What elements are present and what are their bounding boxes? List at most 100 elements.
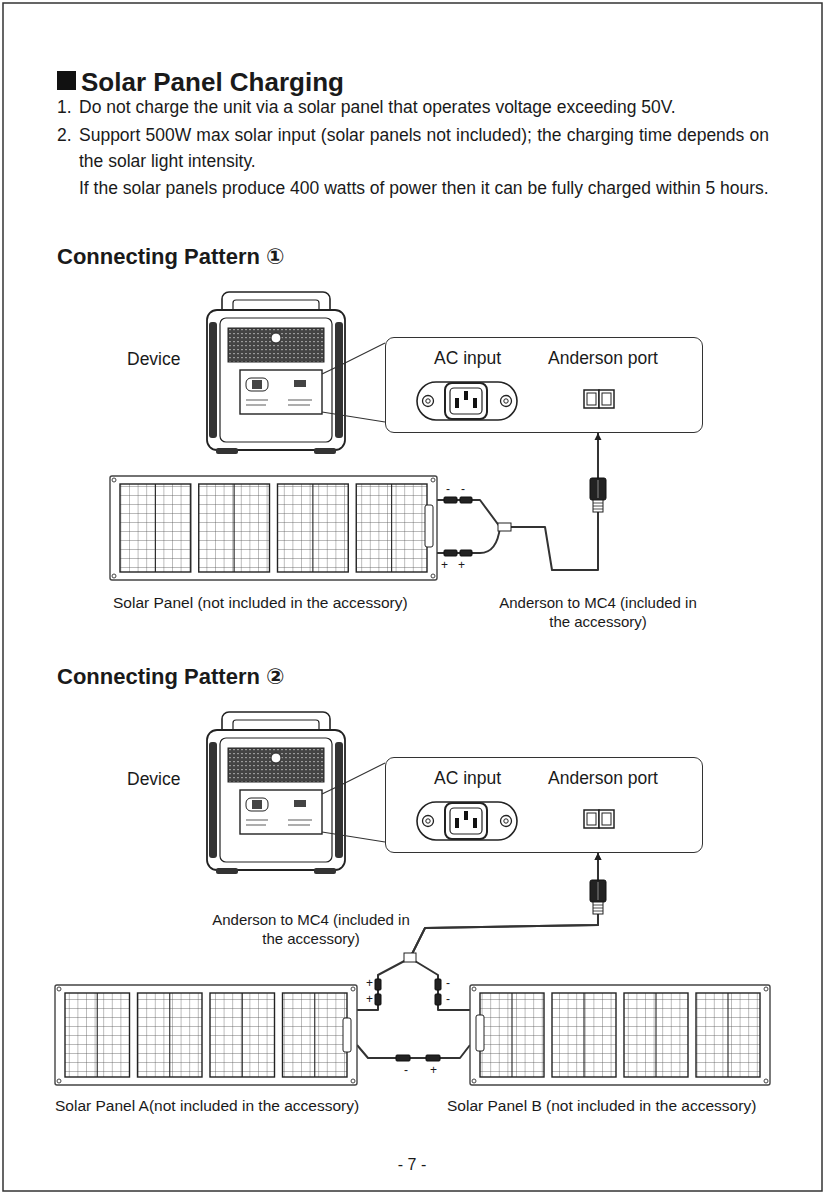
ac-pin [473, 398, 477, 408]
cable-label: Anderson to MC4 (included in the accesso… [493, 593, 703, 631]
y-junction [498, 523, 511, 531]
ac-pin [455, 818, 459, 828]
plug-tail [593, 500, 603, 512]
grommet [764, 987, 768, 991]
device-mini-ac [246, 378, 268, 391]
anderson-plug [590, 880, 606, 914]
panel-bus [511, 993, 512, 1077]
mc4-connector [375, 979, 381, 990]
ac-pin [473, 818, 477, 828]
device-front [220, 318, 332, 442]
polarity-mark: - [446, 482, 450, 496]
cable [357, 1045, 470, 1058]
polarity-mark: + [366, 992, 373, 1006]
cable [437, 433, 598, 570]
plug-rib [593, 905, 603, 906]
ac-pin [464, 811, 468, 820]
device-illustration [207, 712, 385, 874]
mc4-connector [444, 550, 457, 556]
grommet [472, 987, 476, 991]
ac-socket [445, 383, 487, 419]
device-port-window [240, 370, 322, 414]
section-heading: Connecting Pattern ① [57, 244, 285, 270]
screw [423, 816, 434, 827]
screw-core [504, 399, 508, 403]
polarity-mark: + [441, 558, 448, 572]
solar-panel: Solar Panel (not included in the accesso… [110, 476, 437, 580]
panel-fabric [110, 476, 437, 580]
panel-bus [234, 484, 235, 572]
device-body [207, 730, 345, 870]
screw [501, 816, 512, 827]
panel-bus [314, 993, 315, 1077]
page-number: - 7 - [372, 1152, 452, 1178]
solar-panel: Solar Panel A(not included in the access… [55, 985, 357, 1085]
screw [423, 396, 434, 407]
device-fine-print [288, 404, 310, 405]
panel-cells [696, 993, 760, 1077]
device-side-bar [209, 742, 217, 858]
grommet [351, 1079, 355, 1083]
device-button [271, 753, 281, 763]
port-callout: AC inputAnderson port [385, 757, 703, 853]
port-name: AC input [434, 348, 501, 369]
mc4-connector [460, 497, 472, 503]
anderson-socket [599, 390, 614, 408]
device-illustration [207, 292, 385, 454]
device-mini-anderson [294, 800, 306, 807]
panel-bus [312, 484, 313, 572]
grommet [472, 1079, 476, 1083]
screw-core [426, 399, 430, 403]
device-side-bar [209, 322, 217, 438]
panel-cells [356, 484, 427, 572]
solar-panel-illustration [110, 476, 437, 580]
polarity-mark: - [446, 992, 450, 1006]
leader-line [322, 832, 385, 842]
polarity-mark: - [404, 1063, 408, 1077]
plug-rib [593, 911, 603, 912]
port-name: Anderson port [548, 348, 658, 369]
junction-box [425, 505, 433, 547]
device-foot [216, 868, 238, 874]
mc4-connector [375, 994, 381, 1005]
device-fine-print [288, 824, 310, 825]
junction-box [343, 1018, 351, 1052]
device-foot [314, 868, 336, 874]
cable [437, 527, 500, 553]
item-number: 1. [57, 94, 72, 120]
port-callout: AC input Anderson port [385, 337, 703, 433]
item-number: 2. [57, 122, 72, 148]
panel-cells [120, 484, 191, 572]
solar-panel-illustration [470, 985, 770, 1085]
grommet [431, 574, 435, 578]
panel-fabric [55, 985, 357, 1085]
device-foot [314, 448, 336, 454]
panel-bus [727, 993, 728, 1077]
device-label: Device [127, 349, 181, 370]
device-fine-print [246, 819, 268, 820]
grommet [57, 1079, 61, 1083]
grommet [57, 987, 61, 991]
plug-rib [593, 908, 603, 909]
device-mini-ac-core [252, 800, 262, 809]
anderson-contact [587, 393, 596, 405]
polarity-mark: + [458, 558, 465, 572]
mc4-connector [435, 994, 441, 1005]
device-fine-print [246, 824, 266, 825]
anderson-contact [602, 813, 611, 825]
device-body [207, 310, 345, 450]
panel-bus [391, 484, 392, 572]
section-heading: Connecting Pattern ② [57, 664, 285, 690]
ac-socket-inner [450, 808, 482, 834]
device-front [220, 738, 332, 862]
device-vent-panel [228, 748, 324, 782]
anderson-contact [602, 393, 611, 405]
grommet [764, 1079, 768, 1083]
page-border [3, 3, 822, 1191]
panel-cells [210, 993, 275, 1077]
panel-cells [480, 993, 544, 1077]
mc4-connector [460, 550, 472, 556]
ac-socket-inner [450, 388, 482, 414]
